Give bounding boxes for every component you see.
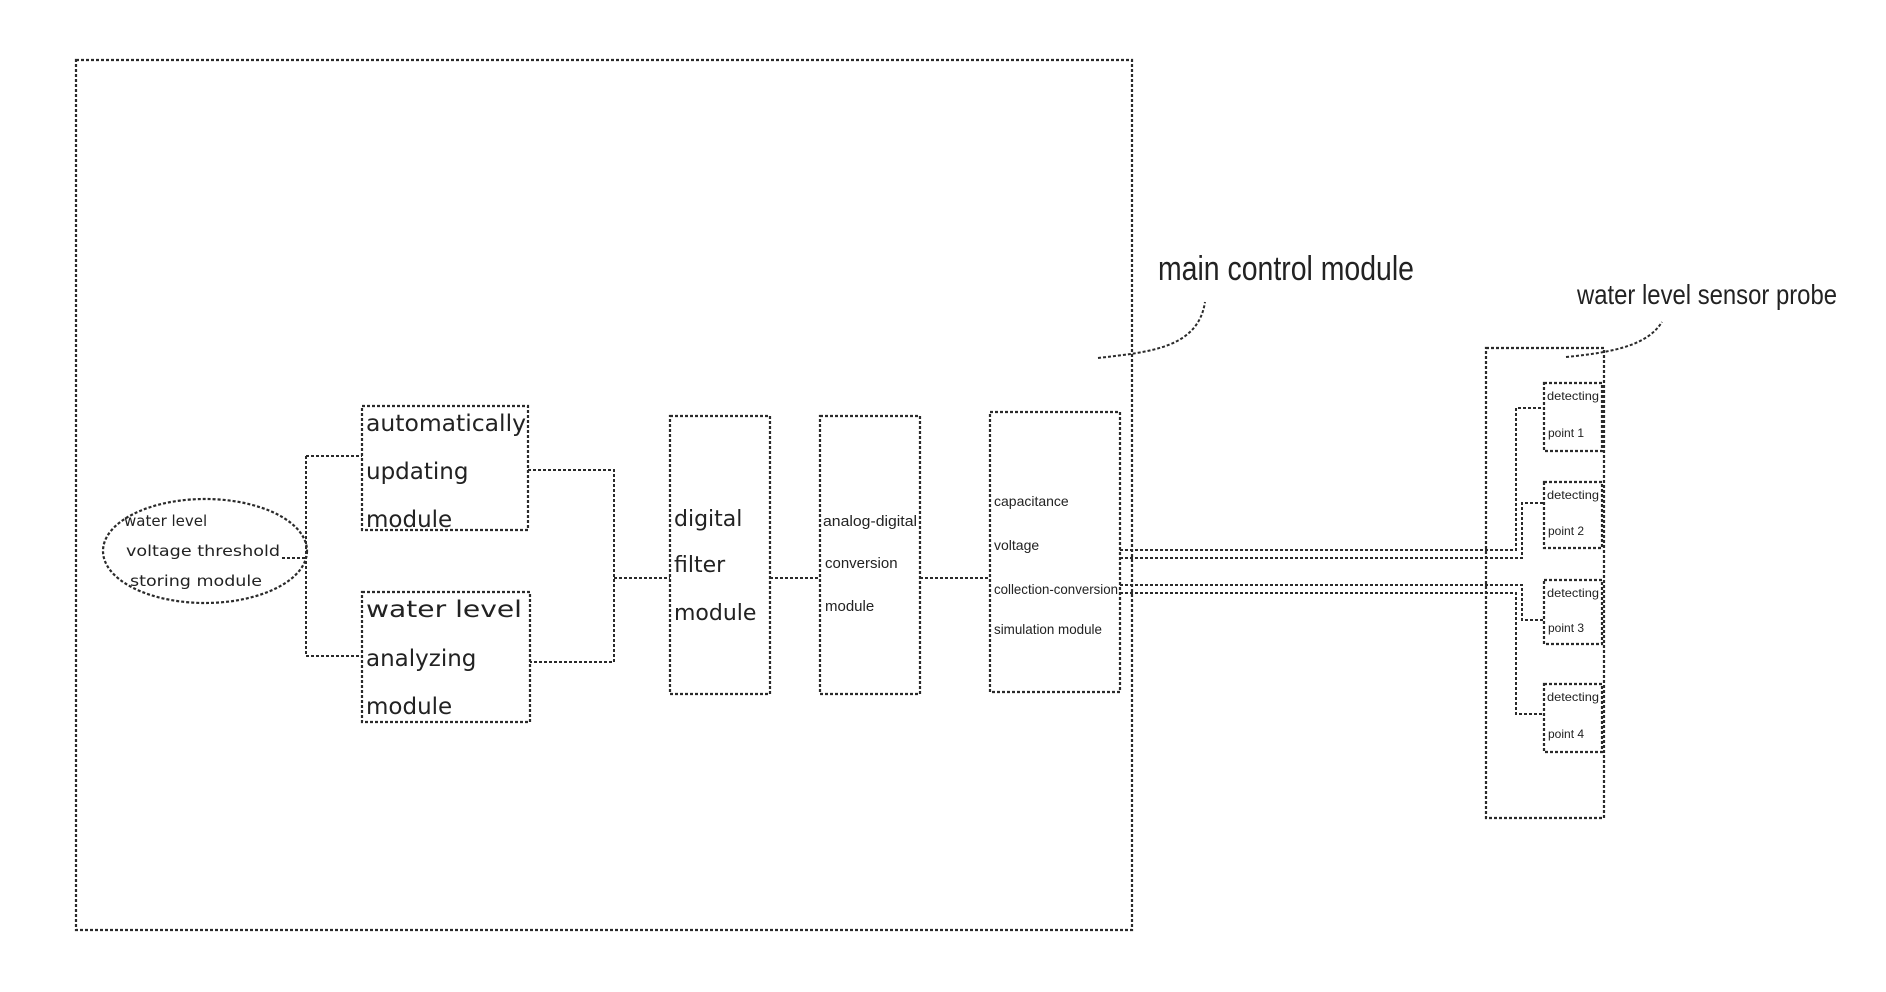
water-level-analyzing-module: water level analyzing module xyxy=(362,592,530,722)
threshold-storing-module: water level voltage threshold storing mo… xyxy=(103,499,307,603)
filter-line-2: filter xyxy=(674,553,726,578)
capacitance-collection-module: capacitance voltage collection-conversio… xyxy=(990,412,1120,692)
detecting-point-4: detecting point 4 xyxy=(1544,684,1602,752)
analyzing-line-3: module xyxy=(366,694,452,720)
analog-digital-conversion-module: analog-digital conversion module xyxy=(820,416,920,694)
detecting-point-3-line-1: detecting xyxy=(1547,586,1599,600)
detecting-point-2-line-2: point 2 xyxy=(1548,524,1584,538)
detecting-point-4-line-2: point 4 xyxy=(1548,727,1584,741)
probe-bus-wires xyxy=(1120,408,1544,714)
capacitance-line-3: collection-conversion xyxy=(994,581,1118,597)
detecting-point-2-line-1: detecting xyxy=(1547,488,1599,502)
capacitance-line-1: capacitance xyxy=(994,493,1069,509)
main-control-module-box xyxy=(76,60,1132,930)
detecting-point-1-line-2: point 1 xyxy=(1548,426,1584,440)
adc-line-1: analog-digital xyxy=(823,513,917,530)
analyzing-line-2: analyzing xyxy=(366,646,476,672)
threshold-to-modules-wire xyxy=(282,456,362,656)
filter-line-3: module xyxy=(674,601,756,626)
main-control-module-leader xyxy=(1098,302,1205,358)
detecting-point-3-line-2: point 3 xyxy=(1548,621,1584,635)
sensor-probe-leader xyxy=(1566,322,1662,357)
capacitance-line-2: voltage xyxy=(994,537,1039,553)
adc-line-2: conversion xyxy=(825,555,898,572)
threshold-storing-line-2: voltage threshold xyxy=(126,542,280,560)
detecting-point-2: detecting point 2 xyxy=(1544,482,1602,548)
detecting-point-1-line-1: detecting xyxy=(1547,389,1599,403)
analyzing-line-1: water level xyxy=(366,597,522,623)
updating-line-2: updating xyxy=(366,459,468,485)
automatically-updating-module: automatically updating module xyxy=(362,406,528,533)
digital-filter-module: digital filter module xyxy=(670,416,770,694)
updating-line-3: module xyxy=(366,507,452,533)
updating-line-1: automatically xyxy=(366,411,526,437)
main-control-module-label: main control module xyxy=(1158,250,1414,288)
detecting-point-1: detecting point 1 xyxy=(1544,383,1602,451)
capacitance-line-4: simulation module xyxy=(994,621,1102,637)
detecting-point-3: detecting point 3 xyxy=(1544,580,1602,644)
threshold-storing-line-3: storing module xyxy=(130,572,262,590)
threshold-storing-line-1: water level xyxy=(124,512,207,530)
filter-line-1: digital xyxy=(674,507,742,532)
detecting-point-4-line-1: detecting xyxy=(1547,690,1599,704)
adc-line-3: module xyxy=(825,598,874,615)
modules-to-filter-wire xyxy=(528,470,670,662)
water-level-sensor-probe-label: water level sensor probe xyxy=(1576,279,1837,310)
